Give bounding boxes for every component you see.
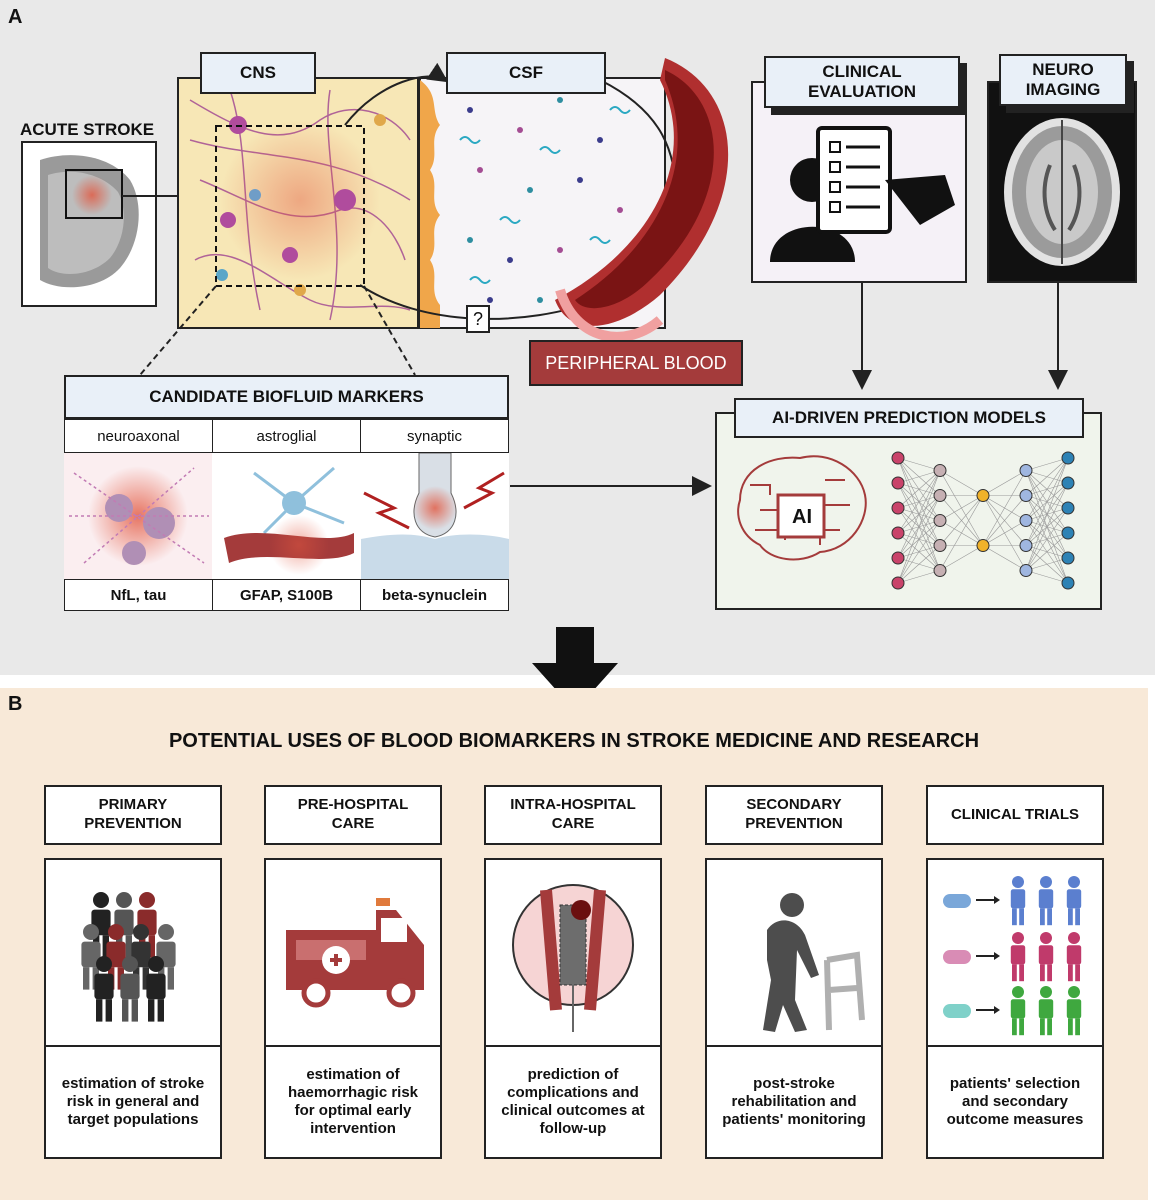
panel-b-title: POTENTIAL USES OF BLOOD BIOMARKERS IN ST… (168, 730, 980, 752)
blood-vessel-icon (555, 58, 729, 342)
neural-network-icon (891, 451, 1075, 590)
marker-neuroaxonal-values: NfL, tau (64, 579, 213, 611)
neuro-imaging-header: NEURO IMAGING (999, 54, 1127, 106)
panel-a-graphics (21, 58, 1137, 610)
use-card-2: estimation of haemorrhagic risk for opti… (264, 858, 442, 1159)
use-card-3: prediction of complications and clinical… (484, 858, 662, 1159)
peripheral-blood-label: PERIPHERAL BLOOD (529, 340, 743, 386)
ai-models-header: AI-DRIVEN PREDICTION MODELS (734, 398, 1084, 438)
marker-category-neuroaxonal: neuroaxonal (64, 419, 213, 453)
trial-groups-icon (943, 876, 1082, 1036)
marker-category-synaptic: synaptic (360, 419, 509, 453)
use-title-2: PRE-HOSPITAL CARE (264, 785, 442, 845)
marker-astroglial-values: GFAP, S100B (212, 579, 361, 611)
use-description-4: post-stroke rehabilitation and patients'… (707, 1045, 881, 1157)
candidate-markers-title: CANDIDATE BIOFLUID MARKERS (64, 375, 509, 419)
astroglia-icon (212, 453, 360, 579)
marker-illustrations (64, 453, 509, 579)
big-down-arrow-icon (532, 627, 618, 711)
ai-brain-circuit-icon (737, 455, 867, 561)
use-title-1: PRIMARY PREVENTION (44, 785, 222, 845)
neuroaxonal-damage-icon (64, 453, 212, 579)
panel-b-label: B (8, 693, 23, 715)
walker-icon (763, 893, 865, 1032)
crowd-icon (81, 892, 176, 1022)
csf-header: CSF (446, 52, 606, 94)
use-card-5: patients' selection and secondary outcom… (926, 858, 1104, 1159)
ai-badge: AI (792, 505, 812, 528)
brain-mri-icon (1004, 118, 1120, 266)
use-title-3: INTRA-HOSPITAL CARE (484, 785, 662, 845)
use-description-5: patients' selection and secondary outcom… (928, 1045, 1102, 1157)
thrombectomy-icon (512, 884, 634, 1032)
unknown-transfer-badge: ? (466, 305, 490, 333)
brain-slice-icon (40, 155, 139, 288)
synapse-icon (361, 453, 509, 579)
panel-a-label: A (8, 6, 23, 28)
marker-synaptic-values: beta-synuclein (360, 579, 509, 611)
csf-membrane (420, 80, 440, 328)
use-description-3: prediction of complications and clinical… (486, 1045, 660, 1157)
marker-category-astroglial: astroglial (212, 419, 361, 453)
use-card-4: post-stroke rehabilitation and patients'… (705, 858, 883, 1159)
clinical-checklist-icon (770, 126, 955, 262)
use-description-2: estimation of haemorrhagic risk for opti… (266, 1045, 440, 1157)
clinical-evaluation-header: CLINICAL EVALUATION (764, 56, 960, 108)
use-title-5: CLINICAL TRIALS (926, 785, 1104, 845)
cns-header: CNS (200, 52, 316, 94)
ambulance-icon (286, 898, 424, 1008)
use-card-1: estimation of stroke risk in general and… (44, 858, 222, 1159)
use-title-4: SECONDARY PREVENTION (705, 785, 883, 845)
use-description-1: estimation of stroke risk in general and… (46, 1045, 220, 1157)
acute-stroke-label: ACUTE STROKE (20, 120, 155, 139)
